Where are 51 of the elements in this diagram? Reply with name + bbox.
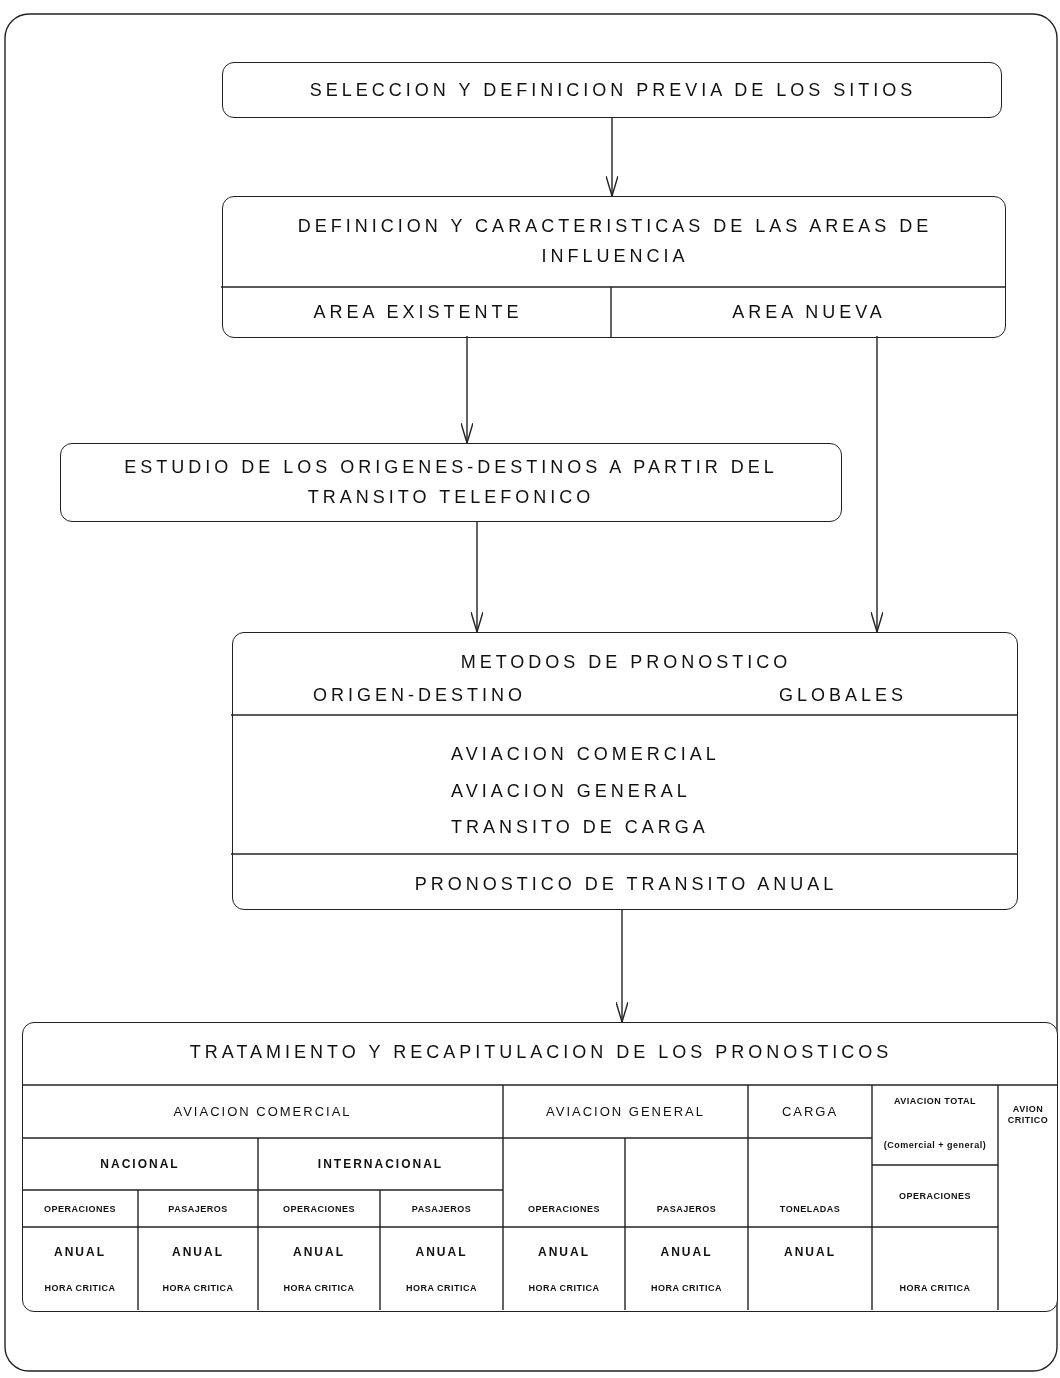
table-cell-text: HORA CRITICA — [404, 1281, 479, 1295]
list-item: AVIACION COMERCIAL — [451, 743, 721, 766]
table-cell-text: OPERACIONES — [527, 1202, 601, 1216]
table-cell-text: ANUAL — [53, 1243, 107, 1261]
table-cell-text: ANUAL — [537, 1243, 591, 1261]
table-cell-text: ANUAL — [292, 1243, 346, 1261]
table-cell-text: INTERNACIONAL — [316, 1155, 445, 1173]
table-cell-text: HORA CRITICA — [898, 1281, 972, 1295]
process-box — [232, 632, 1018, 910]
box-text: AREA NUEVA — [731, 301, 887, 324]
table-cell-text: HORA CRITICA — [527, 1281, 601, 1295]
table-cell-text: ANUAL — [783, 1243, 837, 1261]
box-text: METODOS DE PRONOSTICO — [459, 651, 793, 674]
table-cell-text: PASAJEROS — [655, 1202, 718, 1216]
table-cell-text: CARGA — [780, 1103, 840, 1122]
process-box — [222, 62, 1002, 118]
arrow — [615, 909, 629, 1023]
table-cell-text: HORA CRITICA — [161, 1281, 235, 1295]
table-cell-text: OPERACIONES — [43, 1202, 117, 1216]
table-cell-text: OPERACIONES — [898, 1190, 972, 1204]
box-text: DEFINICION Y CARACTERISTICAS DE LAS AREAS DE INFLUENCIA — [296, 215, 934, 268]
table-cell-text: AVIACION TOTAL — [893, 1094, 977, 1108]
arrow — [470, 521, 484, 633]
table-cell-text: HORA CRITICA — [649, 1281, 724, 1295]
table-cell-text: ANUAL — [659, 1243, 714, 1261]
table-cell-text: HORA CRITICA — [282, 1281, 356, 1295]
table-cell-text: AVIACION COMERCIAL — [172, 1103, 353, 1122]
process-box — [222, 196, 1006, 338]
table-cell-text: (Comercial + general) — [882, 1138, 988, 1152]
table-cell-text: AVIACION GENERAL — [545, 1103, 706, 1122]
box-text: AREA EXISTENTE — [312, 301, 524, 324]
arrow — [605, 117, 619, 197]
table-cell-text: HORA CRITICA — [43, 1281, 117, 1295]
table-cell-text: AVION CRITICO — [1006, 1103, 1050, 1127]
table-cell-text: NACIONAL — [99, 1155, 181, 1173]
process-box — [60, 443, 842, 522]
table-cell-text: ANUAL — [171, 1243, 225, 1261]
table-cell-text: TONELADAS — [778, 1202, 842, 1216]
list-item: TRANSITO DE CARGA — [451, 816, 710, 839]
table-cell-text: ANUAL — [414, 1243, 469, 1261]
list-item: AVIACION GENERAL — [451, 780, 692, 803]
table-cell-text: PASAJEROS — [410, 1202, 473, 1216]
process-box — [22, 1022, 1058, 1312]
box-text: ESTUDIO DE LOS ORIGENES-DESTINOS A PARTIR DEL TRANSITO TELEFONICO — [123, 456, 779, 509]
box-text: SELECCION Y DEFINICION PREVIA DE LOS SITIOS — [308, 79, 918, 102]
table-cell-text: OPERACIONES — [282, 1202, 356, 1216]
table-cell-text: PASAJEROS — [167, 1202, 229, 1216]
box-text: TRATAMIENTO Y RECAPITULACION DE LOS PRONOSTICOS — [188, 1041, 894, 1064]
list-item: ORIGEN-DESTINO — [313, 684, 527, 707]
box-text: PRONOSTICO DE TRANSITO ANUAL — [413, 873, 839, 896]
list-item: GLOBALES — [777, 684, 908, 707]
